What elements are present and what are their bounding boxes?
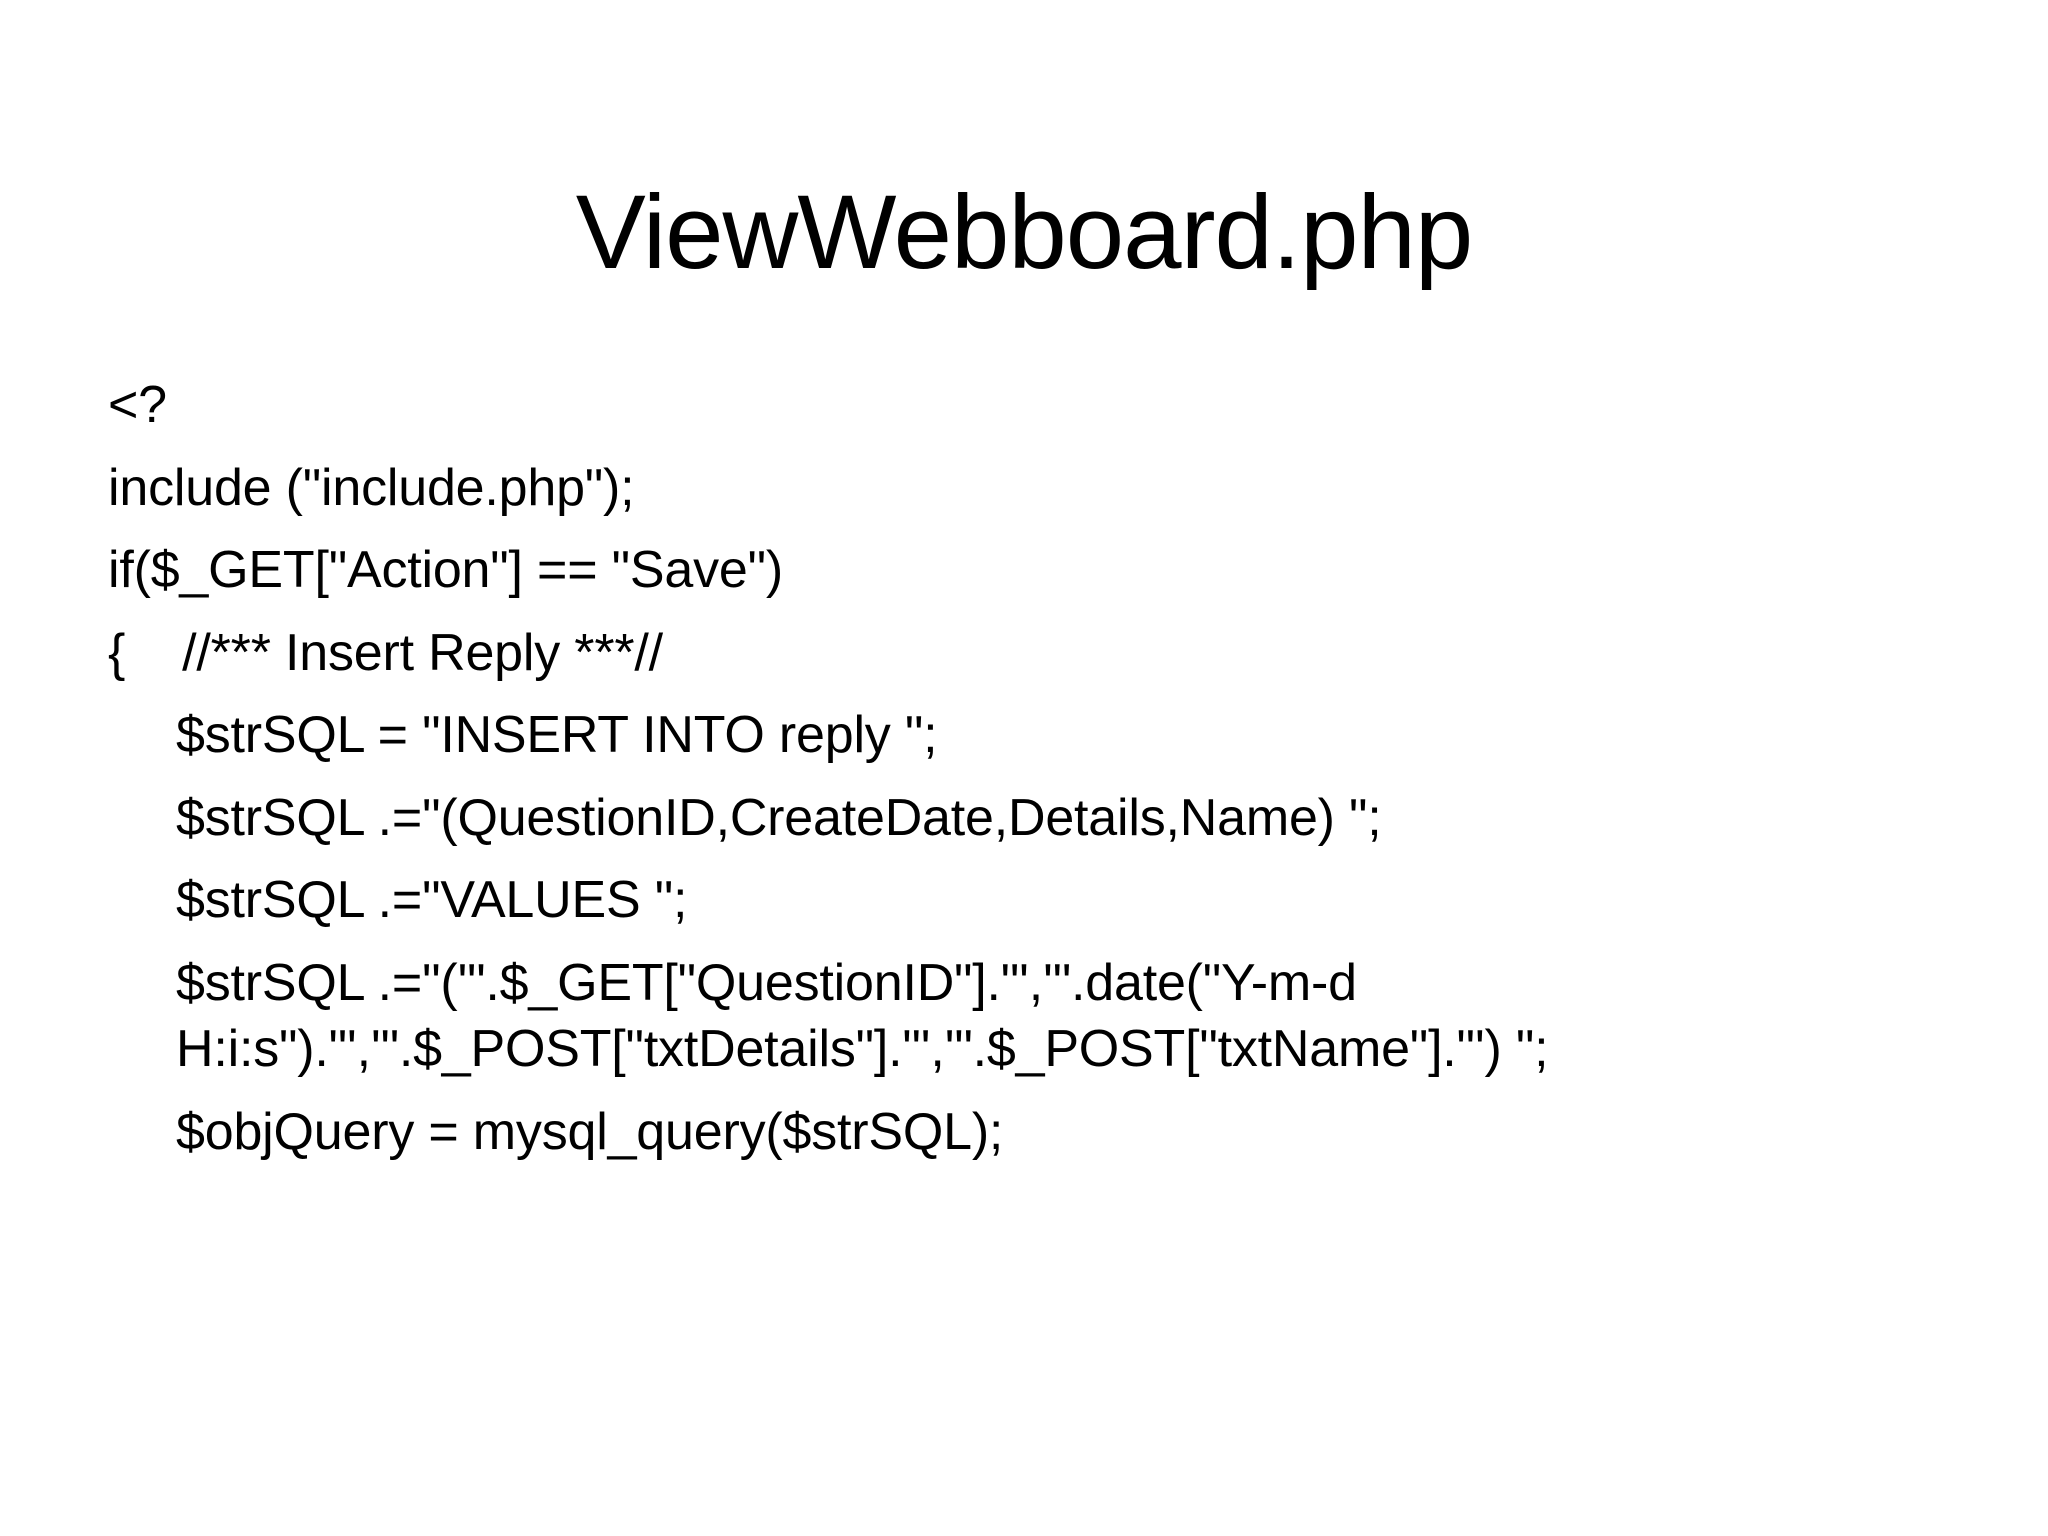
page-title: ViewWebboard.php bbox=[575, 174, 1474, 292]
line-objquery: $objQuery = mysql_query($strSQL); bbox=[176, 1102, 1004, 1161]
line-brace-comment: { //*** Insert Reply ***// bbox=[108, 623, 663, 682]
line-if-action: if($_GET["Action"] == "Save") bbox=[108, 541, 783, 600]
line-open-tag: <? bbox=[108, 376, 167, 434]
line-sql-data: $strSQL .="('".$_GET["QuestionID"]."','"… bbox=[176, 953, 1549, 1079]
line-include: include ("include.php"); bbox=[108, 458, 635, 517]
line-sql-columns: $strSQL .="(QuestionID,CreateDate,Detail… bbox=[176, 788, 1382, 847]
line-sql-insert: $strSQL = "INSERT INTO reply "; bbox=[176, 706, 938, 765]
line-sql-values: $strSQL .="VALUES "; bbox=[176, 871, 688, 930]
code-block: <? include ("include.php"); if($_GET["Acti… bbox=[108, 372, 1958, 1181]
